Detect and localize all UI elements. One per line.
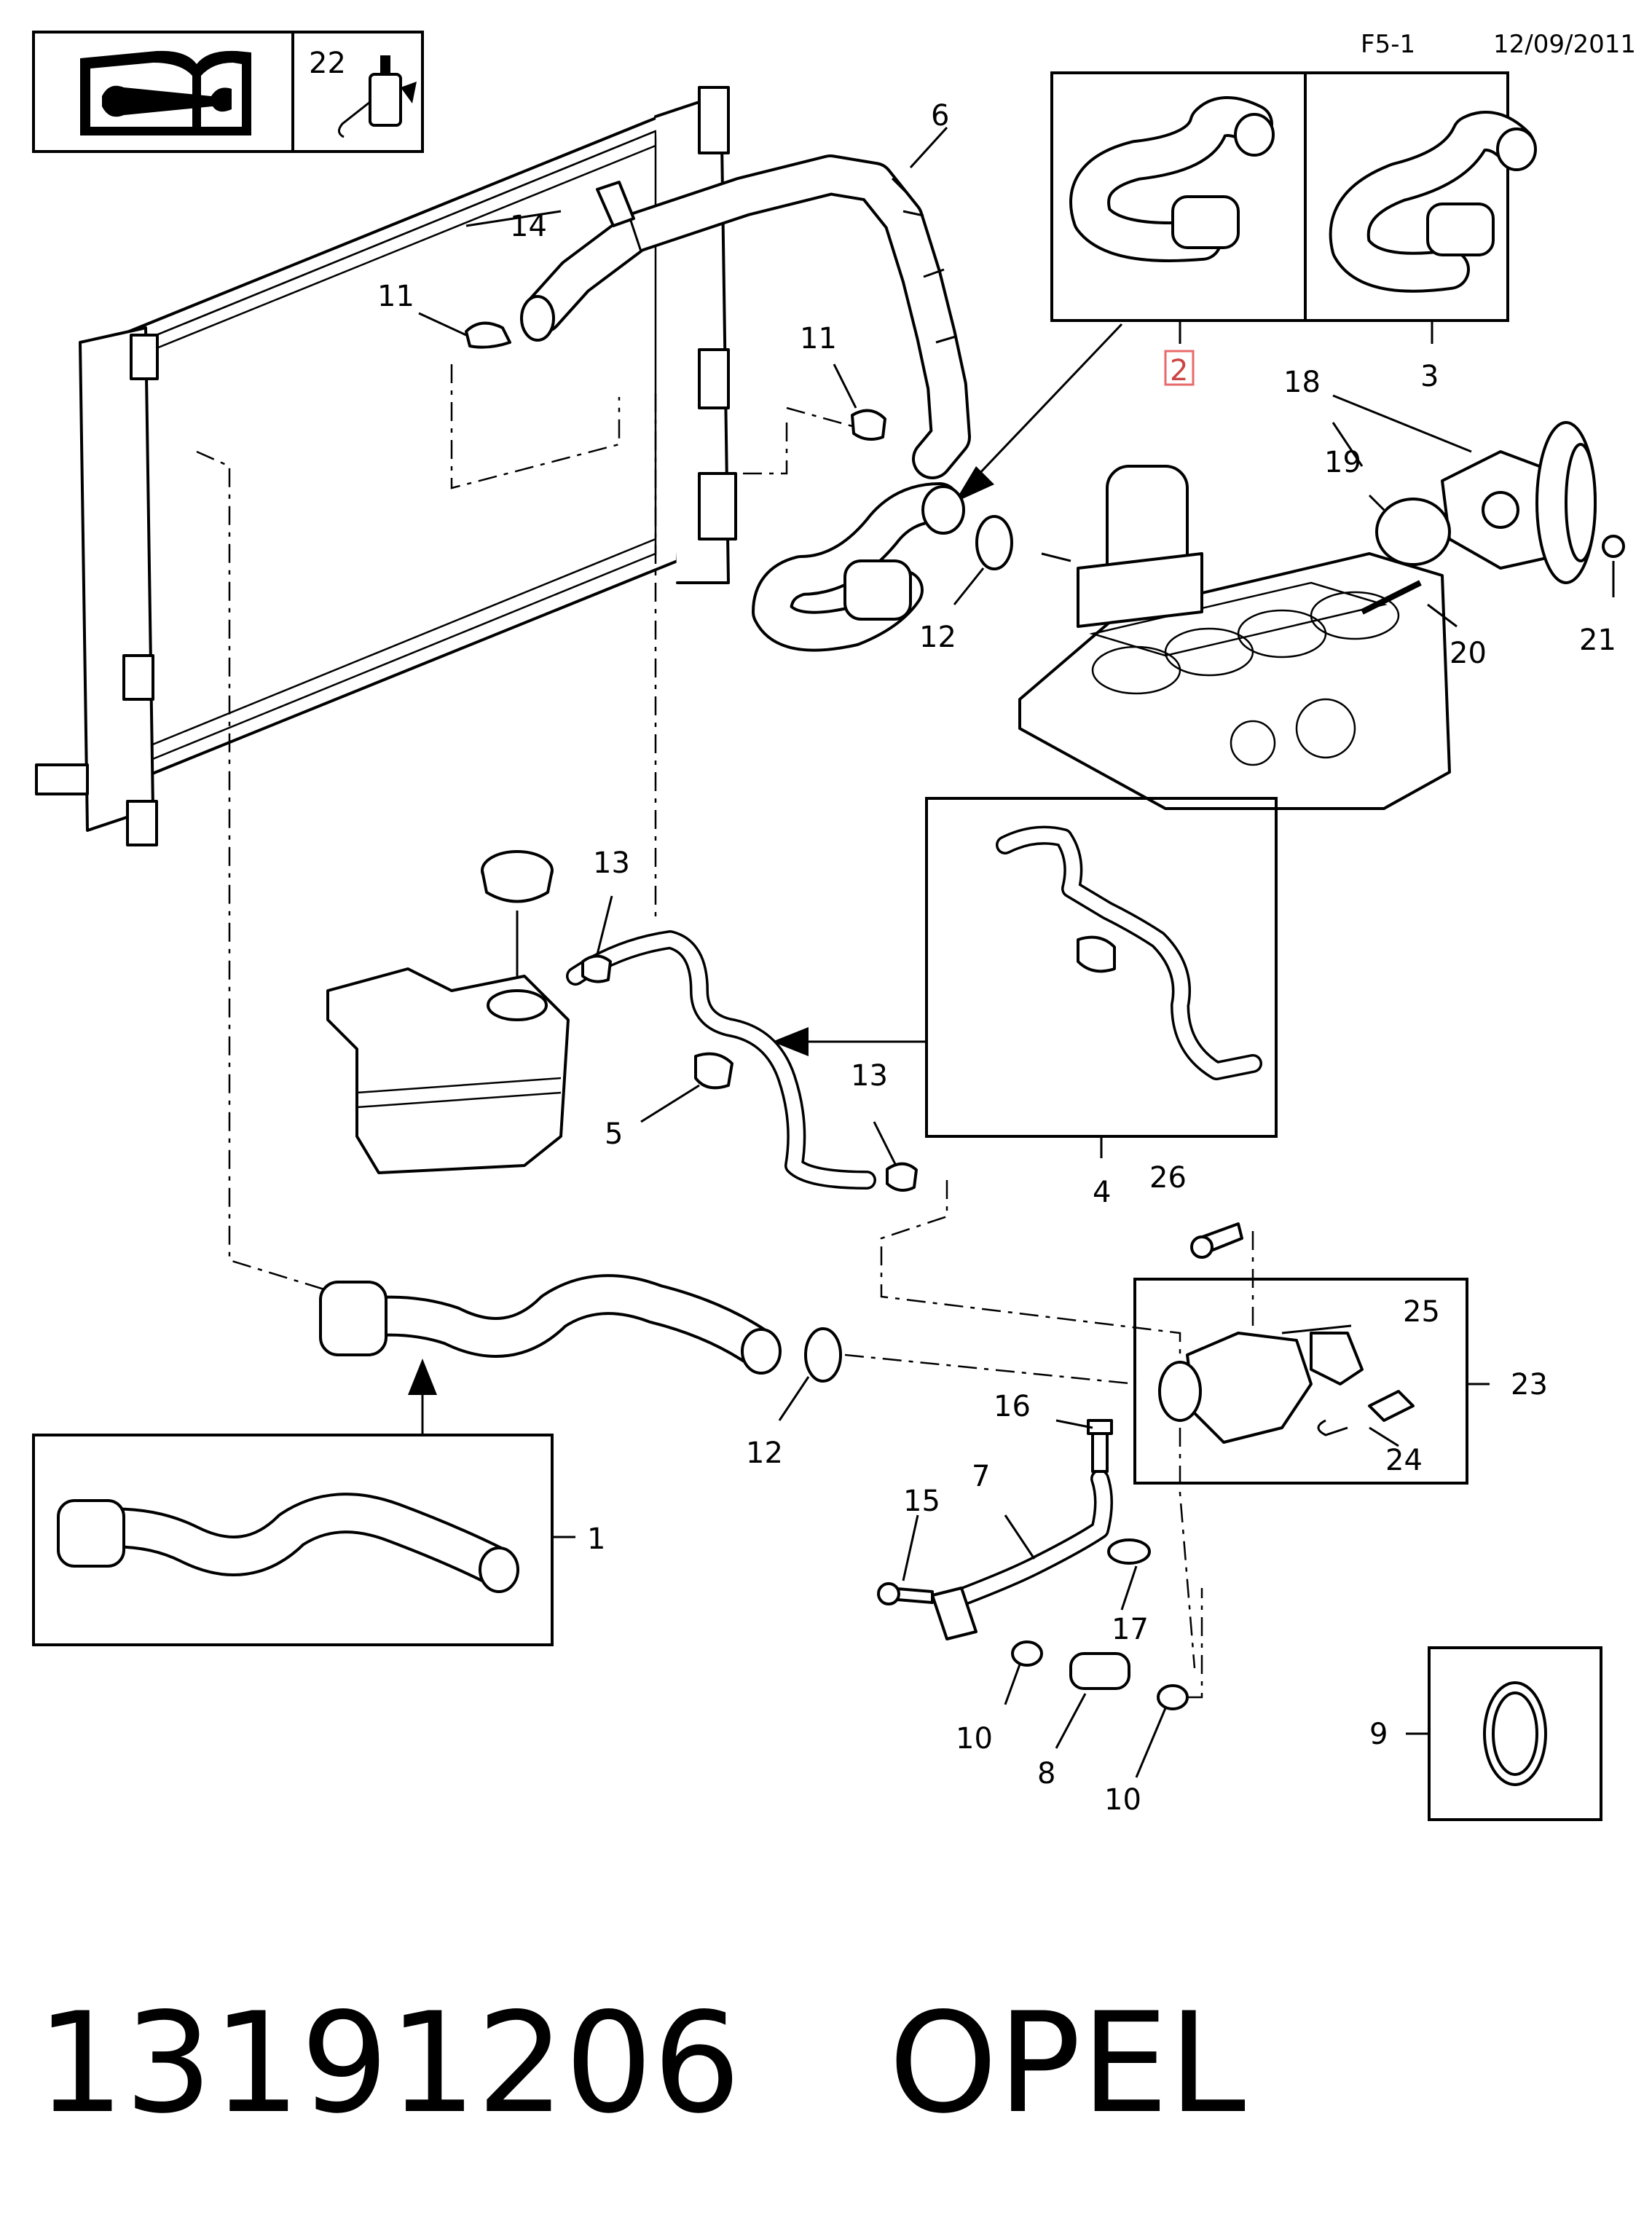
callout-15: 15 xyxy=(903,1485,940,1518)
bolt-15 xyxy=(877,1582,934,1605)
bypass-hose-box-4 xyxy=(925,797,1278,1138)
page-code: F5-1 xyxy=(1361,30,1415,59)
water-pump-18 xyxy=(1441,421,1597,584)
callout-20: 20 xyxy=(1450,637,1487,670)
bolt-16 xyxy=(1087,1419,1113,1473)
callout-19: 19 xyxy=(1324,446,1361,479)
callout-18: 18 xyxy=(1283,366,1321,399)
callout-3: 3 xyxy=(1420,360,1439,393)
repair-manual-icon xyxy=(80,50,251,135)
upper-radiator-hose-6 xyxy=(520,154,971,479)
callout-16: 16 xyxy=(994,1390,1031,1423)
expansion-tank-cap xyxy=(481,850,554,903)
highlight-box xyxy=(1164,350,1195,386)
gasket-17 xyxy=(1107,1538,1151,1565)
hose-clamp-12-lower xyxy=(804,1327,842,1383)
callout-8: 8 xyxy=(1037,1757,1055,1791)
outlet-hose-2 xyxy=(752,482,965,652)
callout-10-left: 10 xyxy=(956,1722,993,1756)
seal-ring-box-9 xyxy=(1428,1646,1602,1821)
coolant-pipe-7 xyxy=(931,1469,1113,1640)
callout-11-left: 11 xyxy=(377,280,414,313)
callout-21: 21 xyxy=(1579,624,1616,657)
callout-2: 2 xyxy=(1170,354,1188,388)
hose-variants-box-2-3 xyxy=(1050,71,1537,322)
callout-24: 24 xyxy=(1385,1444,1423,1477)
callout-11-right: 11 xyxy=(800,322,837,355)
callout-9: 9 xyxy=(1369,1718,1388,1751)
nut-21 xyxy=(1602,535,1625,558)
hose-clamp-10-left xyxy=(1011,1640,1043,1667)
callout-25: 25 xyxy=(1403,1295,1440,1329)
hose-clamp-12-upper xyxy=(975,515,1013,570)
hose-clamp-11-left xyxy=(465,321,511,349)
hose-clamp-11-right xyxy=(851,409,886,441)
tank-bypass-hose xyxy=(566,930,876,1190)
gasket-19 xyxy=(1375,498,1451,566)
callout-6: 6 xyxy=(931,99,949,133)
lower-radiator-hose-1 xyxy=(319,1274,782,1375)
sealant-callout: 22 xyxy=(309,47,346,80)
part-number: 13191206 xyxy=(36,1983,741,2144)
callout-10-right: 10 xyxy=(1104,1783,1141,1817)
brand-name: OPEL xyxy=(889,1983,1246,2144)
callout-17: 17 xyxy=(1112,1613,1149,1646)
callout-14: 14 xyxy=(510,210,547,243)
callout-1: 1 xyxy=(587,1522,605,1556)
manual-icon-box: 22 xyxy=(32,31,424,153)
callout-23: 23 xyxy=(1511,1368,1548,1402)
callout-4: 4 xyxy=(1093,1176,1111,1209)
callout-7: 7 xyxy=(972,1460,990,1493)
radiator xyxy=(35,86,737,846)
callout-13-upper: 13 xyxy=(593,846,630,880)
callout-26: 26 xyxy=(1149,1161,1187,1195)
callout-5: 5 xyxy=(605,1117,623,1151)
callout-12-lower: 12 xyxy=(746,1436,783,1470)
hose-clip-14 xyxy=(596,181,635,227)
bolt-26 xyxy=(1190,1222,1243,1259)
hose-clamp-10-right xyxy=(1157,1684,1189,1710)
callout-13-lower: 13 xyxy=(851,1059,888,1093)
hose-clamp-13-upper xyxy=(581,954,612,983)
callout-12-upper: 12 xyxy=(919,621,956,654)
sealant-tube-icon xyxy=(338,55,417,138)
expansion-tank xyxy=(326,967,570,1174)
hose-clip-5 xyxy=(694,1052,733,1090)
page-date: 12/09/2011 xyxy=(1493,30,1636,59)
engine-block xyxy=(1018,465,1451,810)
thermostat-housing-box-23 xyxy=(1133,1278,1468,1485)
hose-8 xyxy=(1069,1652,1130,1690)
lower-hose-box-1 xyxy=(32,1434,554,1646)
hose-clamp-13-lower xyxy=(886,1162,918,1192)
stud-20 xyxy=(1361,580,1422,615)
